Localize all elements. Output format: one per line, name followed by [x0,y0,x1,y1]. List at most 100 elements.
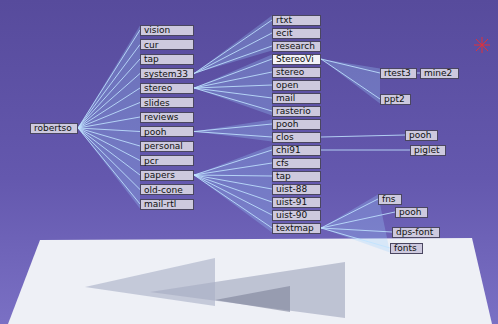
cone-fills [78,16,390,253]
directory-node: ppt2 [380,94,411,105]
tree-link [194,88,272,98]
directory-node: chi91 [272,145,321,156]
tree-link [194,163,272,175]
node-label: stereo [144,83,172,93]
directory-node: stereo [140,83,194,94]
directory-node: old-cone [140,184,194,195]
node-label: clos [276,132,294,142]
node-label: system33 [144,69,188,79]
cone-fill [194,55,272,116]
directory-node: ecit [272,28,321,39]
tree-link [194,175,272,215]
node-label: textmap [276,223,314,233]
node-label: dps-font [396,227,433,237]
node-label: pcr [144,156,158,166]
tree-link [194,175,272,176]
cone-fill [78,26,140,209]
floor-shadow [150,262,345,318]
node-label: mail-rtl [144,199,176,209]
node-label: pooh [409,130,431,140]
directory-node: mail-rtl [140,199,194,210]
node-label: pooh [144,127,166,137]
directory-node: tap [272,171,321,182]
sparkle-ray [476,39,488,51]
tree-link [194,132,272,138]
directory-node: textmap [272,223,321,234]
tree-link [194,88,272,111]
connector-lines [78,20,420,248]
tree-link [78,88,140,128]
node-label: piglet [414,145,440,155]
tree-link [78,74,140,129]
tree-link [78,59,140,128]
directory-node: fonts [390,243,423,254]
tree-link [194,175,272,228]
node-label: robertso [34,123,72,133]
floor-plane [8,238,492,324]
node-label: ppt2 [384,94,405,104]
directory-node: rtest3 [380,68,417,79]
directory-node: pooh [395,207,428,218]
cone-fill [194,120,272,142]
node-label: rtxt [276,15,292,25]
node-label: open [276,80,298,90]
directory-node: StereoVi [272,54,321,65]
directory-node: uist-91 [272,197,321,208]
node-label: rtest3 [384,68,411,78]
node-label: ecit [276,28,293,38]
node-label: fonts [394,243,417,253]
tree-link [321,59,380,73]
tree-link [321,212,395,228]
directory-node: tap [140,54,194,65]
node-label: vision [144,25,170,35]
directory-node: pooh [272,119,321,130]
tree-link [194,72,272,88]
tree-link [78,128,140,204]
tree-link [321,150,410,151]
node-label: mail [276,93,295,103]
node-label: research [276,41,315,51]
directory-node: mail [272,93,321,104]
tree-link [194,124,272,132]
tree-link [194,59,272,88]
node-label: tap [276,171,291,181]
tree-link [194,46,272,74]
tree-link [321,59,380,99]
tree-link [78,103,140,129]
directory-node: pooh [405,130,438,141]
directory-node: research [272,41,321,52]
directory-node: pcr [140,155,194,166]
tree-link [321,135,405,137]
node-label: uist-88 [276,184,307,194]
tree-link [78,117,140,128]
node-label: personal [144,141,183,151]
node-label: slides [144,98,170,108]
tree-link [194,150,272,175]
tree-link [78,128,140,175]
cone-fill [194,146,272,233]
sparkle-ray [476,39,488,51]
directory-node: uist-88 [272,184,321,195]
node-label: fns [382,194,396,204]
red-sparkle [474,37,490,53]
directory-node: cur [140,39,194,50]
tree-link [194,175,272,189]
directory-node: open [272,80,321,91]
directory-node: reviews [140,112,194,123]
node-label: uist-91 [276,197,307,207]
floor-shadow [85,258,215,306]
directory-node: uist-90 [272,210,321,221]
directory-node: pooh [140,126,194,137]
node-label: tap [144,54,159,64]
floor-shadow [215,286,290,312]
directory-node: vision [140,25,194,36]
directory-node: slides [140,97,194,108]
directory-node: mine2 [420,68,459,79]
tree-link [194,85,272,88]
node-label: stereo [276,67,304,77]
directory-node: cfs [272,158,321,169]
tree-link [194,175,272,202]
directory-node: rasterio [272,106,321,117]
